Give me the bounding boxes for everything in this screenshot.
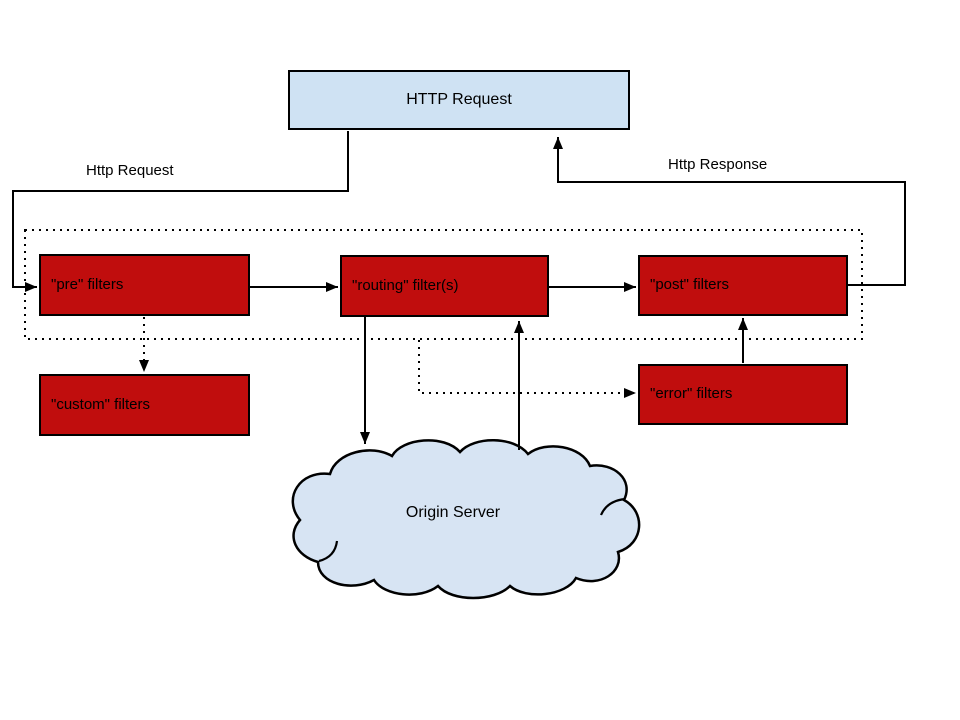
http-request-box: HTTP Request [288,70,630,130]
pre-filters-box: "pre" filters [39,254,250,316]
post-filters-box: "post" filters [638,255,848,316]
http-response-flow-label: Http Response [668,156,768,173]
routing-filters-label: "routing" filter(s) [352,276,459,294]
cloud-curl-bottom-left [318,540,339,563]
error-filters-box: "error" filters [638,364,848,425]
custom-filters-box: "custom" filters [39,374,250,436]
error-filters-label: "error" filters [650,385,733,403]
custom-filters-label: "custom" filters [51,395,151,413]
request-inbound-arrow [12,131,349,292]
http-request-flow-label: Http Request [86,162,174,179]
pre-filters-label: "pre" filters [51,275,124,293]
http-request-label: HTTP Request [406,91,512,109]
cloud-curl-right [599,497,626,516]
origin-server-label: Origin Server [405,504,501,521]
routing-filters-box: "routing" filter(s) [340,255,549,317]
post-filters-label: "post" filters [650,276,730,294]
chain-to-error-dotted-arrow [418,340,636,398]
response-outbound-arrow [553,137,906,286]
origin-server-cloud [291,439,641,600]
